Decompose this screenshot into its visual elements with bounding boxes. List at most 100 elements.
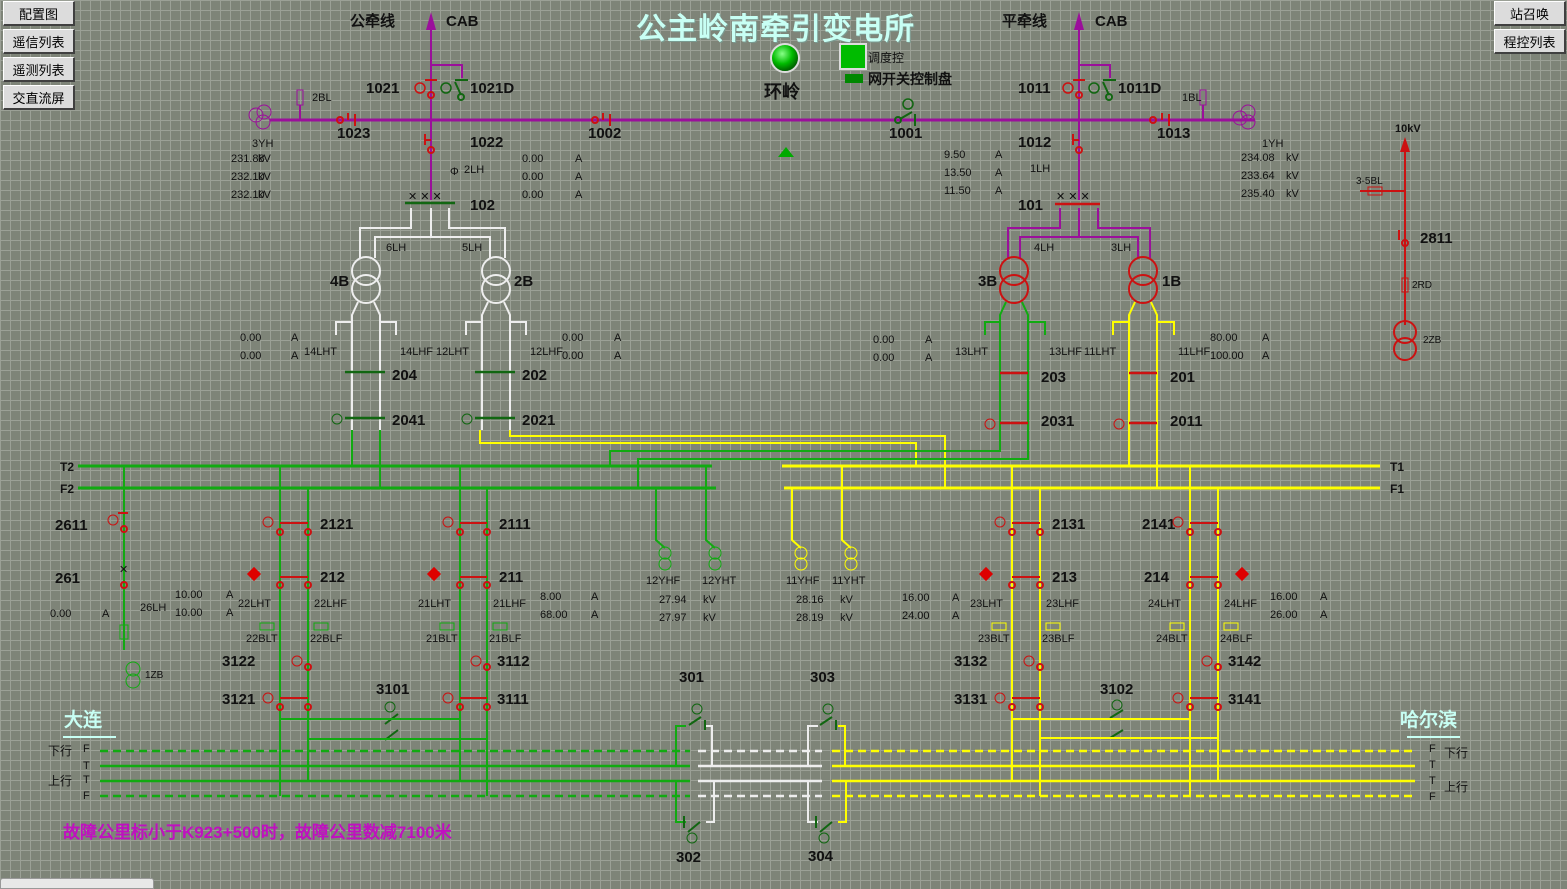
transformer-1B-icon[interactable] [1128, 256, 1158, 304]
measurement-unit: A [925, 334, 933, 346]
measurement-unit: kV [840, 594, 854, 606]
switch-2811[interactable] [1398, 230, 1409, 247]
switch-2131[interactable] [994, 516, 1044, 536]
switch-1011D-label: 1011D [1118, 80, 1162, 97]
switch-1002[interactable] [591, 113, 611, 126]
measurement-value: 232.10 [231, 189, 265, 201]
ct-24LHF-label: 24LHF [1224, 598, 1257, 610]
switch-3131[interactable] [994, 692, 1044, 711]
motor-icon [442, 516, 454, 528]
contact-icon [1036, 528, 1044, 536]
arrester-24BLT-label: 24BLT [1156, 633, 1188, 645]
switch-102-label: 102 [470, 197, 495, 214]
switch-301[interactable] [688, 703, 706, 730]
switch-3132[interactable] [1023, 655, 1044, 671]
switch-3142[interactable] [1201, 655, 1222, 671]
measurement-unit: A [1262, 350, 1270, 362]
minimized-window-bar[interactable] [0, 878, 154, 889]
switch-1011D[interactable] [1088, 79, 1116, 101]
switch-2611[interactable] [107, 512, 128, 533]
arrester-23BLF-label: 23BLF [1042, 633, 1075, 645]
switch-3102[interactable] [1109, 699, 1124, 739]
breaker-213[interactable] [1008, 576, 1044, 589]
switch-1011[interactable] [1062, 79, 1085, 99]
contact-icon [276, 581, 284, 589]
switch-3111[interactable] [442, 692, 491, 711]
breaker-211[interactable] [456, 576, 491, 589]
contact-icon [1214, 703, 1222, 711]
svg-text:✕ ✕ ✕: ✕ ✕ ✕ [1056, 191, 1090, 203]
config-diagram-button[interactable]: 配置图 [3, 1, 75, 26]
contact-icon [1186, 703, 1194, 711]
switch-302[interactable] [683, 816, 701, 844]
breaker-214-label: 214 [1144, 569, 1170, 586]
switch-1023[interactable] [336, 113, 356, 126]
switch-1012[interactable] [1072, 134, 1083, 154]
program-control-list-button[interactable]: 程控列表 [1494, 29, 1566, 54]
transformer-2B-icon[interactable] [481, 256, 511, 304]
switch-2041[interactable] [331, 413, 385, 425]
telemetry-list-button[interactable]: 遥测列表 [3, 57, 75, 82]
switch-1013[interactable] [1149, 113, 1170, 126]
breaker-212[interactable] [276, 576, 312, 589]
measurement-value: 24.00 [902, 610, 930, 622]
switch-3122[interactable] [291, 655, 312, 671]
ac-dc-screen-button[interactable]: 交直流屏 [3, 85, 75, 110]
transformer-4B-icon[interactable] [351, 256, 381, 304]
transformer-2B-label: 2B [514, 273, 533, 290]
fault-diamond-icon [246, 566, 262, 582]
svg-text:✕ ✕ ✕: ✕ ✕ ✕ [408, 191, 442, 203]
transformer-3B-icon[interactable] [999, 256, 1029, 304]
transformer-3B-label: 3B [978, 273, 997, 290]
left-up-label: 上行 [48, 774, 72, 788]
switch-3101[interactable] [384, 701, 399, 741]
switch-3112[interactable] [470, 655, 491, 671]
pt-11YHF-label: 11YHF [786, 575, 820, 587]
switch-2111[interactable] [442, 516, 491, 536]
switch-102[interactable]: ✕ ✕ ✕ [405, 191, 455, 205]
dispatch-control-toggle[interactable] [839, 43, 867, 70]
switch-1021[interactable] [414, 79, 437, 99]
contact-icon [483, 581, 491, 589]
switch-261[interactable]: ✕ [119, 564, 128, 589]
arrester-23BLT-label: 23BLT [978, 633, 1010, 645]
contact-icon [1008, 581, 1016, 589]
up-arrow-icon[interactable] [778, 147, 794, 157]
pt-3YH-icon [248, 104, 272, 130]
fault-diamond-icon [1234, 566, 1250, 582]
switch-1021D[interactable] [440, 79, 468, 101]
switch-3141[interactable] [1172, 692, 1222, 711]
switch-2021[interactable] [461, 413, 515, 425]
measurement-unit: A [575, 189, 583, 201]
switch-1002-label: 1002 [588, 125, 621, 142]
arrester-21BLF-label: 21BLF [489, 633, 522, 645]
motor-icon [1172, 692, 1184, 704]
switch-1022[interactable] [424, 134, 435, 154]
breaker-214[interactable] [1186, 576, 1222, 589]
ct-13LHT-label: 13LHT [955, 346, 988, 358]
switch-101[interactable]: ✕ ✕ ✕ [1055, 191, 1100, 206]
switch-2011-label: 2011 [1170, 413, 1203, 430]
measurement-unit: kV [840, 612, 854, 624]
telesignal-list-button[interactable]: 遥信列表 [3, 29, 75, 54]
switch-303[interactable] [819, 703, 837, 730]
measurement-value: 16.00 [1270, 591, 1298, 603]
switch-1001[interactable] [894, 98, 916, 126]
ct-22LHF-label: 22LHF [314, 598, 347, 610]
pt-12YHF-icon [658, 546, 672, 571]
switch-2021-label: 2021 [522, 412, 555, 429]
switch-304[interactable] [815, 816, 833, 844]
switch-3121[interactable] [262, 692, 312, 711]
switch-2121[interactable] [262, 516, 312, 536]
ct-23LHT-label: 23LHT [970, 598, 1003, 610]
station-call-button[interactable]: 站召唤 [1494, 1, 1566, 26]
switch-2031[interactable] [984, 418, 1028, 430]
switch-3111-label: 3111 [497, 691, 529, 708]
switch-2011[interactable] [1113, 418, 1157, 430]
switch-2141[interactable] [1172, 516, 1222, 536]
ct-3LH-label: 3LH [1111, 242, 1131, 254]
